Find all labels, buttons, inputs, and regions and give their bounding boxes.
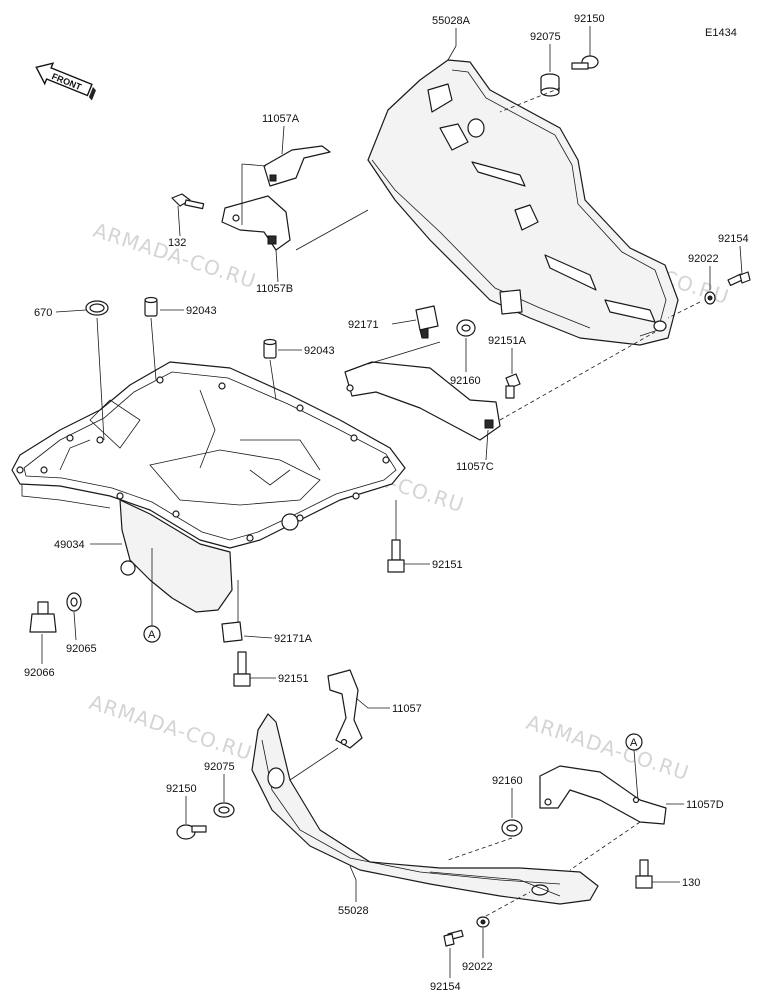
label-11057: 11057 <box>392 703 422 715</box>
label-55028: 55028 <box>338 905 369 917</box>
label-11057A: 11057A <box>262 113 300 125</box>
washer-92022-low <box>476 916 490 928</box>
upper-engine-cover-55028A <box>367 59 679 346</box>
label-55028A: 55028A <box>432 15 471 27</box>
label-92150-top: 92150 <box>574 13 605 25</box>
bracket-11057 <box>327 669 363 749</box>
bolt-92151-mid <box>387 539 405 573</box>
dowel-92043-a <box>144 296 158 317</box>
front-arrow-icon: FRONT <box>35 62 96 101</box>
label-92022-top: 92022 <box>688 253 719 265</box>
label-11057C: 11057C <box>456 461 494 473</box>
label-92022-low: 92022 <box>462 961 493 973</box>
part-labels: 55028A 92075 92150 11057A 132 11057B 921… <box>24 13 749 993</box>
label-92043-b: 92043 <box>304 345 335 357</box>
ref-mark-a-left: A <box>143 625 161 643</box>
drain-bolt-92066 <box>29 601 57 633</box>
label-92043-a: 92043 <box>186 305 217 317</box>
bolt-92154-top <box>727 271 751 287</box>
dowel-92043-b <box>263 338 277 359</box>
washer-92022-top <box>704 291 716 305</box>
label-92151A: 92151A <box>488 335 527 347</box>
grommet-92160-top <box>456 319 476 337</box>
bracket-11057A <box>263 145 331 187</box>
label-92150-low: 92150 <box>166 783 197 795</box>
label-92075-top: 92075 <box>530 31 561 43</box>
label-92171: 92171 <box>348 319 379 331</box>
label-11057B: 11057B <box>256 283 293 295</box>
washer-92065 <box>66 592 82 612</box>
label-92151-mid: 92151 <box>432 559 463 571</box>
ref-mark-a-right: A <box>625 733 643 751</box>
grommet-92075-low <box>213 802 235 818</box>
clip-92171A <box>221 621 243 643</box>
watermark-4: ARMADA-CO.RU <box>86 690 255 765</box>
watermark-1: ARMADA-CO.RU <box>90 218 259 293</box>
o-ring-670 <box>85 300 109 316</box>
lower-cover-55028 <box>251 713 599 905</box>
label-92154-top: 92154 <box>718 233 749 245</box>
label-670: 670 <box>34 307 52 319</box>
bracket-11057D <box>539 765 667 825</box>
bolt-92154-low <box>443 929 464 947</box>
bolt-132 <box>171 193 205 210</box>
bolt-92151-low <box>233 651 251 687</box>
label-130: 130 <box>682 877 700 889</box>
bolt-130 <box>635 859 653 889</box>
label-92151-low: 92151 <box>278 673 309 685</box>
diagram-code: E1434 <box>705 27 737 39</box>
label-92171A: 92171A <box>274 633 313 645</box>
label-92160-top: 92160 <box>450 375 481 387</box>
bracket-11057B <box>221 195 291 251</box>
ref-mark-a-right-label: A <box>630 737 638 749</box>
label-92160-low: 92160 <box>492 775 523 787</box>
label-92154-low: 92154 <box>430 981 461 993</box>
clip-92171 <box>415 305 439 339</box>
bracket-11057C <box>344 361 501 441</box>
bolt-92151A <box>505 373 521 399</box>
grommet-92160-low <box>501 819 523 837</box>
label-49034: 49034 <box>54 539 85 551</box>
bolt-92150-low <box>176 824 207 840</box>
bolt-92150-top <box>571 55 599 70</box>
ref-mark-a-left-label: A <box>148 629 156 641</box>
label-92065: 92065 <box>66 643 97 655</box>
label-11057D: 11057D <box>686 799 724 811</box>
label-92066: 92066 <box>24 667 55 679</box>
grommet-92075-top <box>540 73 560 97</box>
oil-pan-49034 <box>11 361 406 613</box>
label-132: 132 <box>168 237 186 249</box>
label-92075-low: 92075 <box>204 761 235 773</box>
